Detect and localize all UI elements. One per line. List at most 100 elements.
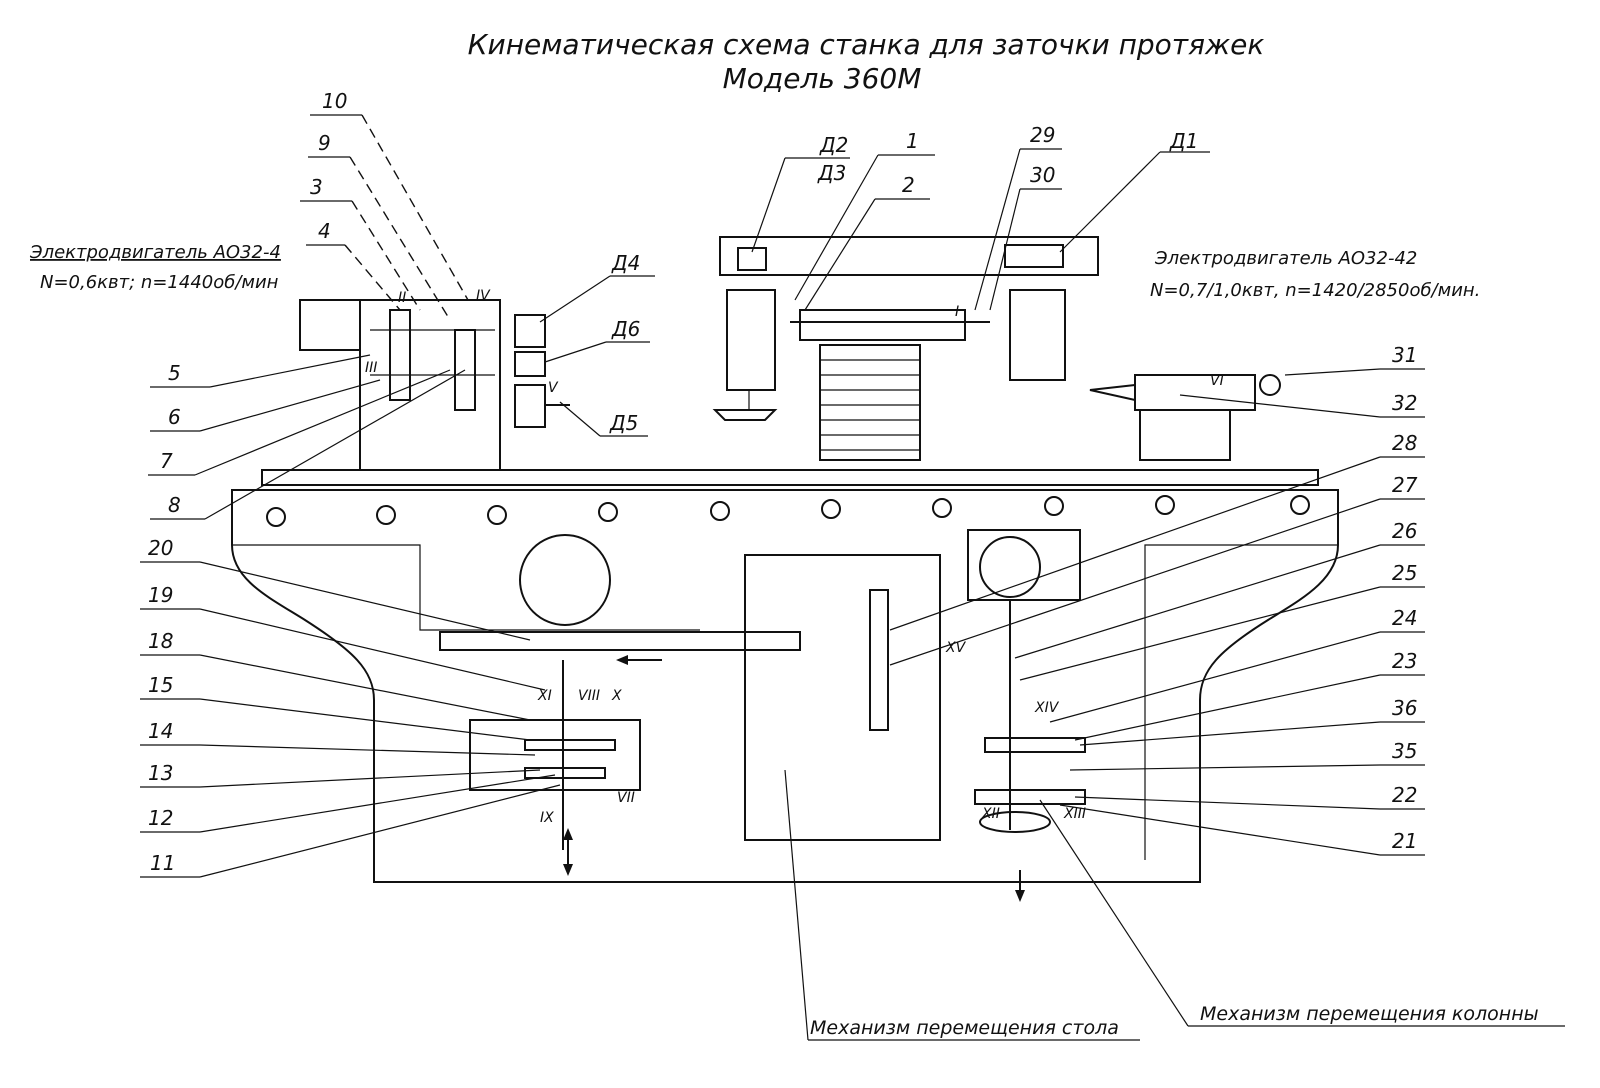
gear-22 <box>974 789 1086 805</box>
callout-22: 22 <box>1392 783 1417 807</box>
drive-d6-box <box>514 351 546 377</box>
shaft-label-iv: IV <box>476 288 491 304</box>
table-mechanism <box>439 534 941 850</box>
table-mechanism-label: Механизм перемещения стола <box>810 1017 1119 1039</box>
callout-32: 32 <box>1392 391 1417 415</box>
column-bellows <box>819 344 921 461</box>
callout-11: 11 <box>150 851 175 875</box>
callout-4: 4 <box>318 219 331 243</box>
drive-d1-box <box>1004 244 1064 268</box>
tailstock-handwheel <box>1259 374 1281 396</box>
left-callouts: 10 9 3 4 5 6 7 8 20 19 18 15 14 13 12 11 <box>140 89 561 878</box>
drive-d2-box <box>737 247 767 271</box>
grinding-wheel <box>712 409 778 421</box>
callout-36: 36 <box>1392 696 1417 720</box>
shaft-label-iii: III <box>365 360 377 376</box>
shaft-label-ii: II <box>398 290 406 306</box>
shaft-label-i: I <box>955 304 959 320</box>
drive-label-d6: Д6 <box>611 317 640 341</box>
bed-top-rail <box>261 469 1319 486</box>
table-gear-rack <box>869 589 889 731</box>
callout-21: 21 <box>1392 829 1417 853</box>
drive-d5-box <box>514 384 546 428</box>
callout-5: 5 <box>168 361 181 385</box>
shaft-label-xiii: XIII <box>1063 806 1086 822</box>
drive-label-d5: Д5 <box>609 411 638 435</box>
right-callouts: 31 32 28 27 26 25 24 23 36 35 22 21 <box>889 343 1425 856</box>
drive-label-d3: Д3 <box>817 161 846 185</box>
column-mechanism-leader <box>1039 799 1189 1027</box>
shaft-label-xii: XII <box>981 806 1000 822</box>
motor-left-specs: N=0,6квт; n=1440об/мин <box>40 272 279 293</box>
shaft-label-v: V <box>548 380 559 396</box>
callout-8: 8 <box>168 493 181 517</box>
callout-18: 18 <box>148 629 173 653</box>
callout-29: 29 <box>1030 123 1055 147</box>
diagram-subtitle: Модель 360М <box>723 62 922 95</box>
callout-27: 27 <box>1392 473 1418 497</box>
bed-bolts <box>266 495 1310 527</box>
callout-24: 24 <box>1392 606 1417 630</box>
bed-body <box>231 489 1339 883</box>
motor-right-label: Электродвигатель АО32-42 <box>1154 248 1417 269</box>
shaft-label-vii: VII <box>617 790 635 806</box>
column-handwheel-box <box>967 529 1081 601</box>
direction-arrows <box>563 655 1025 902</box>
grinding-head <box>712 236 1099 461</box>
shaft-label-xiv: XIV <box>1034 700 1060 716</box>
table-mechanism-leader <box>784 769 809 1041</box>
callout-28: 28 <box>1392 431 1417 455</box>
spindle-housing <box>799 309 966 341</box>
drive-label-d1: Д1 <box>1169 129 1198 153</box>
shaft-label-viii: VIII <box>578 688 600 704</box>
callout-6: 6 <box>168 405 181 429</box>
callout-13: 13 <box>148 761 173 785</box>
diagram-title: Кинематическая схема станка для заточки … <box>468 28 1265 61</box>
shaft-label-xi: XI <box>537 688 552 704</box>
right-motor-housing <box>1009 289 1066 381</box>
gear-36 <box>984 737 1086 753</box>
callout-35: 35 <box>1392 739 1417 763</box>
head-left-block <box>726 289 776 391</box>
callout-3: 3 <box>310 175 323 199</box>
bed-inner-right <box>1144 544 1338 860</box>
head-beam <box>719 236 1099 276</box>
tailstock <box>1089 374 1281 461</box>
callout-25: 25 <box>1392 561 1417 585</box>
table-handwheel-disk <box>519 534 611 626</box>
motor-left-label: Электродвигатель АО32-4 <box>29 242 281 263</box>
drive-label-d2: Д2 <box>819 133 848 157</box>
drive-d4-box <box>514 314 546 348</box>
shaft-label-ix: IX <box>540 810 554 826</box>
table-gearbox <box>744 554 941 841</box>
callout-14: 14 <box>148 719 173 743</box>
drive-label-d4: Д4 <box>611 251 640 275</box>
shaft-label-x: X <box>611 688 622 704</box>
callout-26: 26 <box>1392 519 1417 543</box>
callout-30: 30 <box>1030 163 1055 187</box>
callout-1: 1 <box>906 129 919 153</box>
column-handwheel <box>979 536 1041 598</box>
callout-20: 20 <box>148 536 173 560</box>
callout-31: 31 <box>1392 343 1417 367</box>
left-headstock <box>299 299 570 471</box>
callout-2: 2 <box>902 173 915 197</box>
callout-9: 9 <box>318 131 331 155</box>
callout-12: 12 <box>148 806 173 830</box>
table-rack <box>439 631 801 651</box>
lower-left-gearbox <box>469 719 641 791</box>
callout-23: 23 <box>1392 649 1417 673</box>
gear-block-a <box>389 309 411 401</box>
callout-10: 10 <box>322 89 347 113</box>
motor-right-specs: N=0,7/1,0квт, n=1420/2850об/мин. <box>1150 280 1480 301</box>
callout-7: 7 <box>160 449 173 473</box>
column-handwheel-lower <box>979 811 1051 833</box>
column-mechanism-label: Механизм перемещения колонны <box>1200 1003 1539 1025</box>
left-motor-housing <box>299 299 361 351</box>
top-callouts: 1 2 29 30 <box>794 123 1062 311</box>
bed-inner-left <box>232 544 700 631</box>
callout-15: 15 <box>148 673 173 697</box>
column-traverse-mechanism <box>967 529 1086 833</box>
shaft-label-vi: VI <box>1210 373 1224 389</box>
